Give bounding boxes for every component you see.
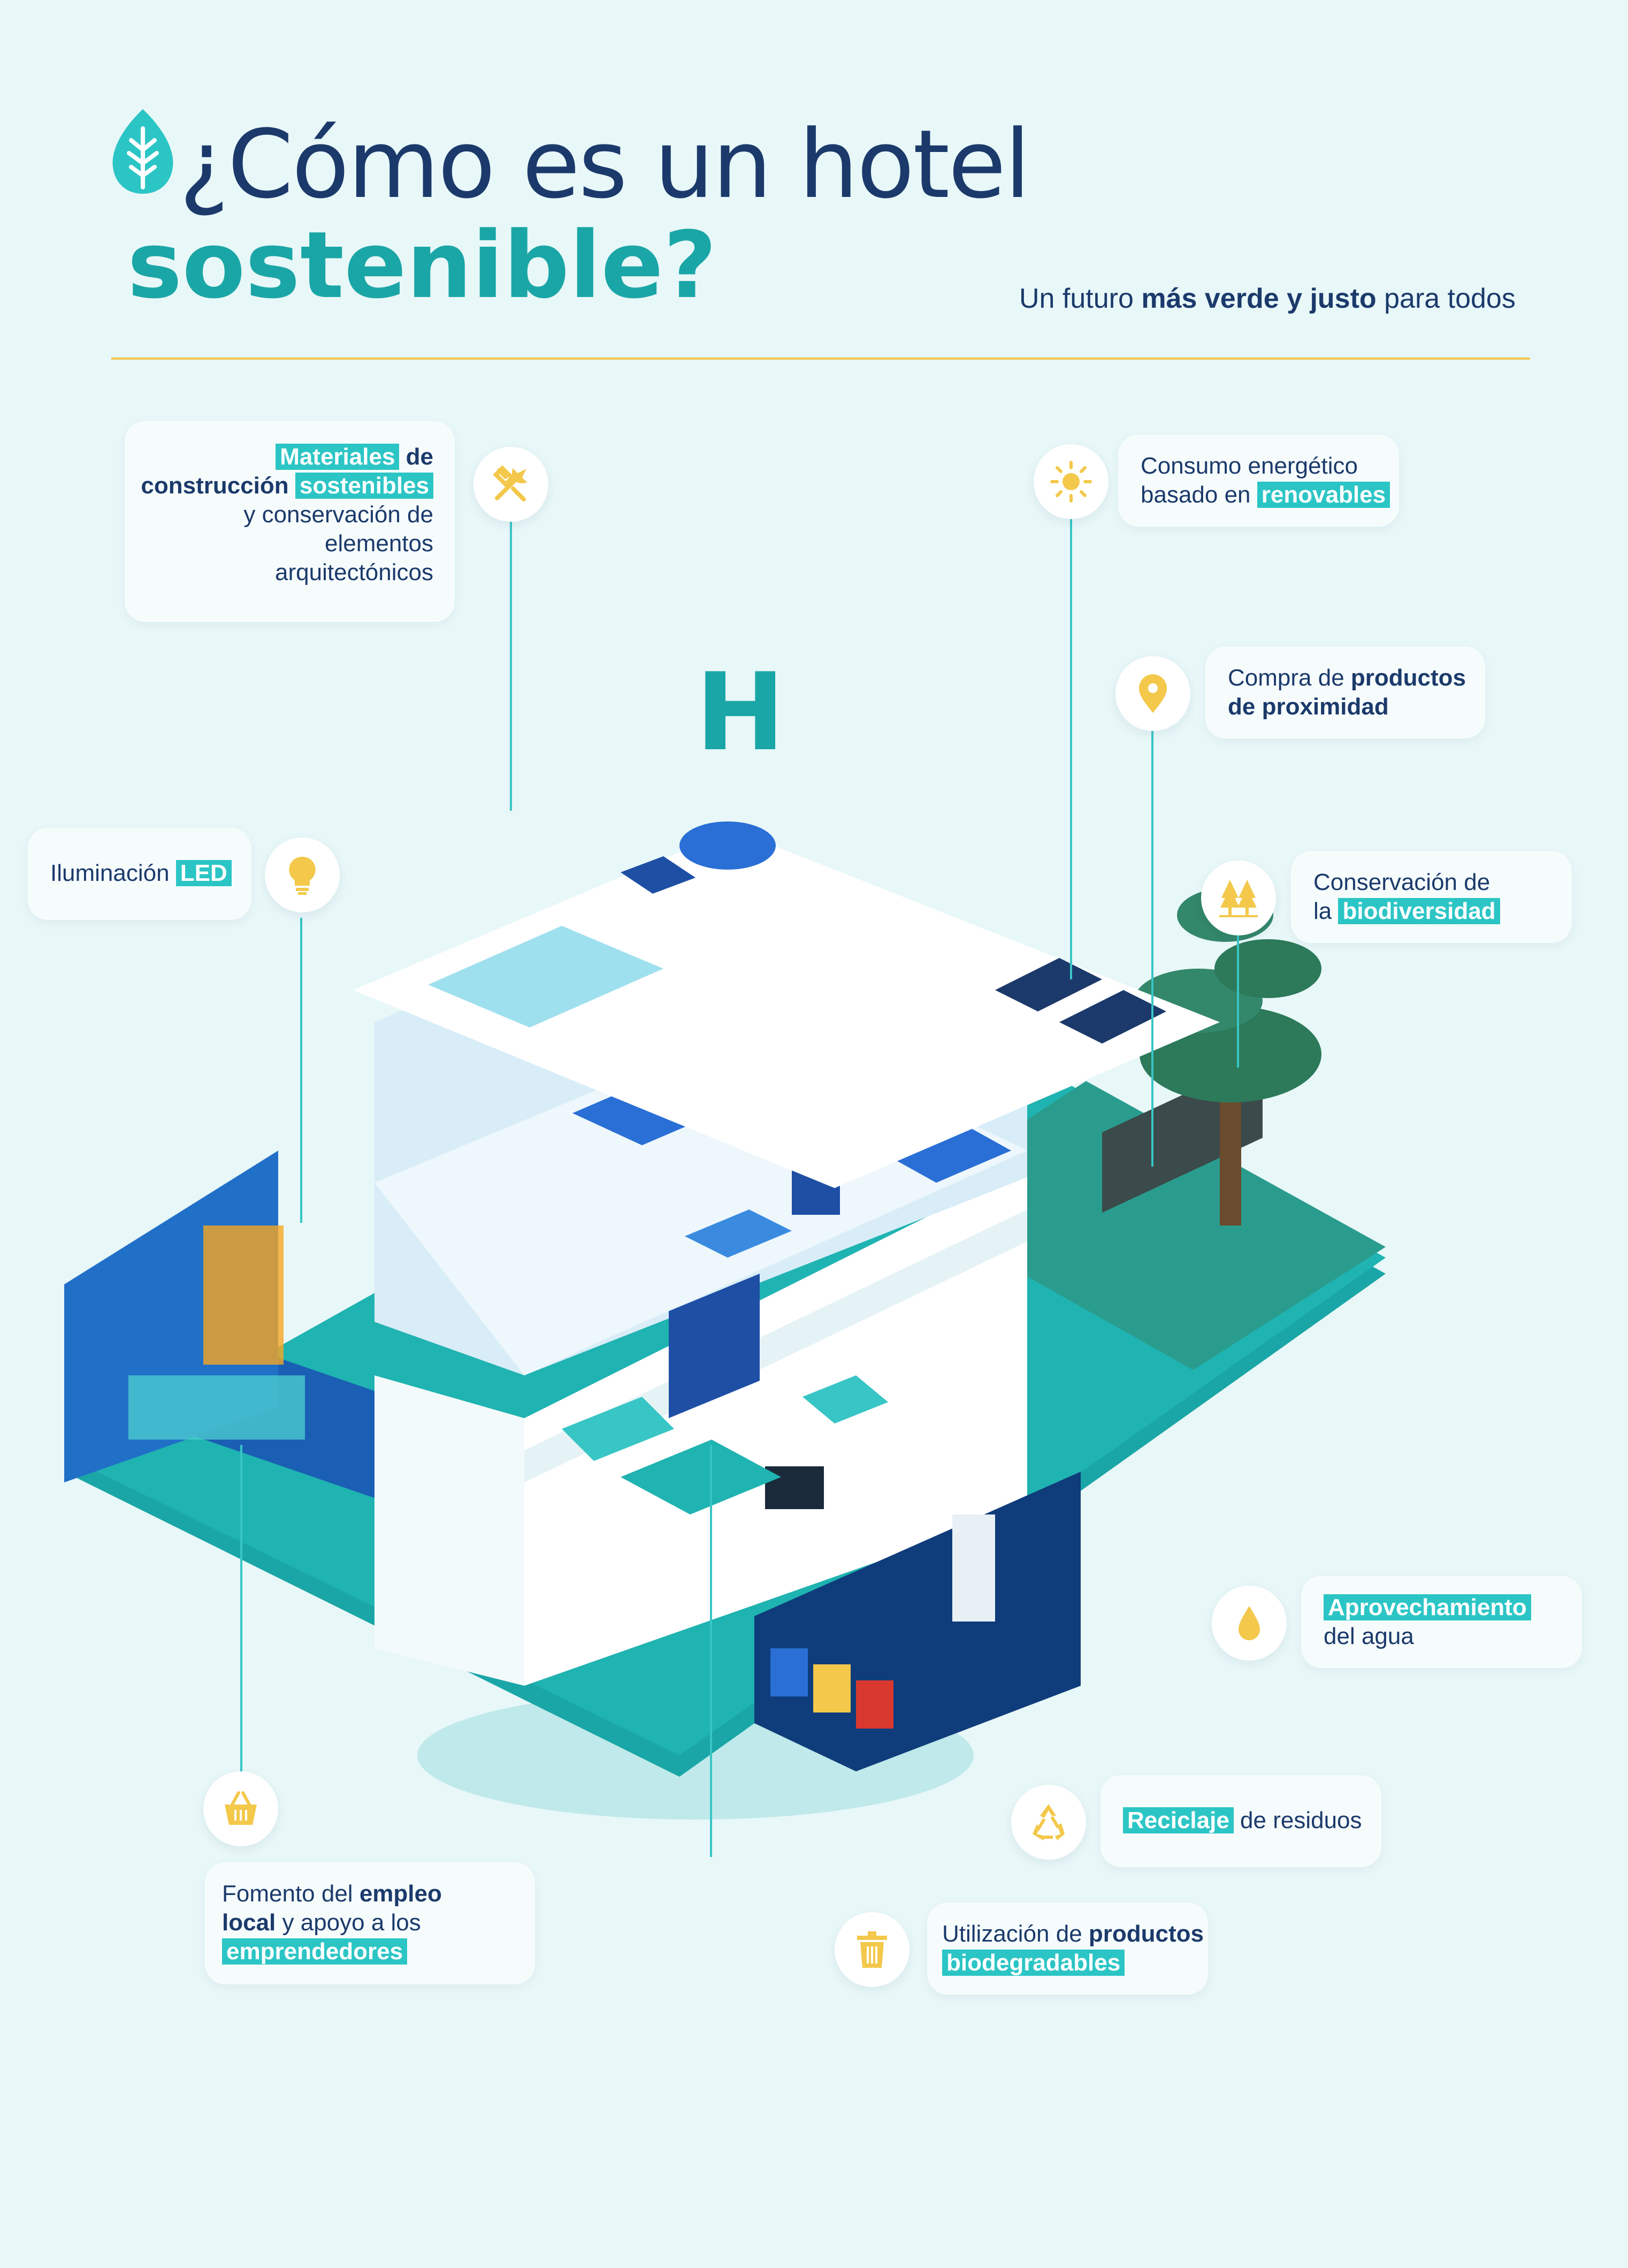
trees-icon [1219, 880, 1258, 917]
callout-text: construcción [141, 473, 289, 499]
sofa [562, 1397, 674, 1461]
callout-text: Conservación de [1313, 869, 1491, 895]
subtitle-part: Un futuro [1019, 283, 1142, 314]
page-title-line1: ¿Cómo es un hotel [179, 110, 1030, 219]
lightbulb-icon-badge [265, 838, 340, 912]
sunbed [621, 856, 695, 894]
pool [428, 926, 663, 1028]
page-subtitle: Un futuro más verde y justo para todos [1019, 283, 1516, 315]
solar-panel [1059, 990, 1166, 1044]
header-divider [111, 357, 1530, 360]
leader-line [710, 1445, 712, 1857]
callout-materiales: Materiales de construcción sostenibles y… [125, 421, 455, 622]
bookshelf [669, 1274, 760, 1418]
shopping-basket-icon-badge [203, 1771, 278, 1846]
callout-text: del agua [1324, 1623, 1414, 1649]
trash-bin-icon-badge [835, 1912, 909, 1987]
highlight: Aprovechamiento [1324, 1594, 1531, 1620]
hotel-illustration: H [64, 650, 1386, 1820]
subtitle-part: para todos [1376, 283, 1516, 314]
highlight: biodiversidad [1338, 898, 1500, 924]
callout-text: y apoyo a los [276, 1909, 421, 1936]
callout-proximidad: Compra de productos de proximidad [1205, 646, 1485, 739]
highlight: biodegradables [942, 1950, 1125, 1976]
highlight: LED [175, 860, 232, 886]
callout-led: Iluminación LED [28, 828, 251, 920]
recycle-icon [1033, 1804, 1065, 1840]
callout-biodiversidad: Conservación de la biodiversidad [1291, 851, 1572, 943]
callout-text: Fomento del [222, 1881, 360, 1907]
building-side [374, 1375, 524, 1686]
callout-agua: Aprovechamiento del agua [1301, 1576, 1582, 1668]
callout-text: Iluminación [50, 860, 176, 886]
callout-text: de residuos [1233, 1807, 1362, 1833]
roof [353, 829, 1220, 1188]
living-rug [621, 1440, 781, 1514]
callout-reciclaje: Reciclaje de residuos [1100, 1775, 1381, 1867]
water-drop-icon-badge [1212, 1586, 1287, 1661]
tree-canopy [1214, 939, 1321, 998]
shopping-basket-icon [225, 1791, 257, 1825]
location-pin-icon [1139, 674, 1167, 713]
recycle-icon-badge [1011, 1785, 1086, 1860]
callout-text: basado en [1141, 482, 1257, 508]
callout-biodegradables: Utilización de productos biodegradables [927, 1902, 1208, 1995]
bin-blue [770, 1648, 808, 1696]
subtitle-emphasis: más verde y justo [1141, 283, 1377, 314]
callout-text: productos [1350, 665, 1466, 691]
callout-text: productos [1088, 1921, 1204, 1947]
tree-trunk [1220, 1086, 1241, 1226]
callout-text: y conservación de [243, 501, 433, 528]
bin-yellow [813, 1664, 851, 1713]
leaf-logo-icon [112, 109, 173, 194]
callout-text: empleo [359, 1881, 442, 1907]
callout-text: Consumo energético [1141, 453, 1358, 479]
callout-energia: Consumo energético basado en renovables [1118, 435, 1399, 527]
bin-red [856, 1680, 893, 1729]
leader-line [1151, 728, 1153, 1167]
leader-line [300, 918, 302, 1223]
trash-bin-icon [857, 1931, 887, 1968]
location-pin-icon-badge [1115, 656, 1190, 731]
sun-icon-badge [1034, 444, 1109, 519]
page-title-line2: sostenible? [127, 211, 717, 319]
callout-text: de [399, 444, 433, 470]
leader-line [240, 1445, 242, 1771]
armchair [802, 1375, 888, 1424]
tools-icon [493, 465, 528, 501]
sun-icon [1050, 461, 1092, 503]
leader-line [1070, 482, 1072, 979]
trees-icon-badge [1201, 861, 1276, 935]
bed [888, 1124, 1011, 1183]
highlight: Reciclaje [1123, 1807, 1234, 1833]
callout-empleo: Fomento del empleo local y apoyo a los e… [205, 1862, 535, 1984]
umbrella [679, 821, 776, 870]
tv [765, 1466, 824, 1509]
leader-line [510, 516, 512, 811]
highlight: sostenibles [295, 473, 433, 499]
callout-text: la [1313, 898, 1339, 924]
callout-text: de proximidad [1228, 694, 1389, 720]
callout-text: Utilización de [942, 1921, 1089, 1947]
lightbulb-icon [289, 856, 316, 895]
callout-text: elementos [324, 530, 433, 557]
leader-line [1237, 934, 1239, 1068]
callout-text: local [222, 1909, 276, 1936]
market-counter [128, 1375, 305, 1440]
callout-text: Compra de [1228, 665, 1351, 691]
solar-panel [995, 958, 1102, 1011]
tools-icon-badge [473, 447, 548, 522]
hotel-sign: H [695, 650, 785, 775]
water-drop-icon [1239, 1606, 1260, 1640]
highlight: renovables [1257, 482, 1390, 508]
highlight: emprendedores [222, 1938, 408, 1965]
callout-text: arquitectónicos [275, 559, 433, 585]
boiler [952, 1514, 995, 1622]
rug [685, 1209, 792, 1258]
highlight: Materiales [276, 444, 400, 470]
market-shelves [203, 1226, 284, 1365]
